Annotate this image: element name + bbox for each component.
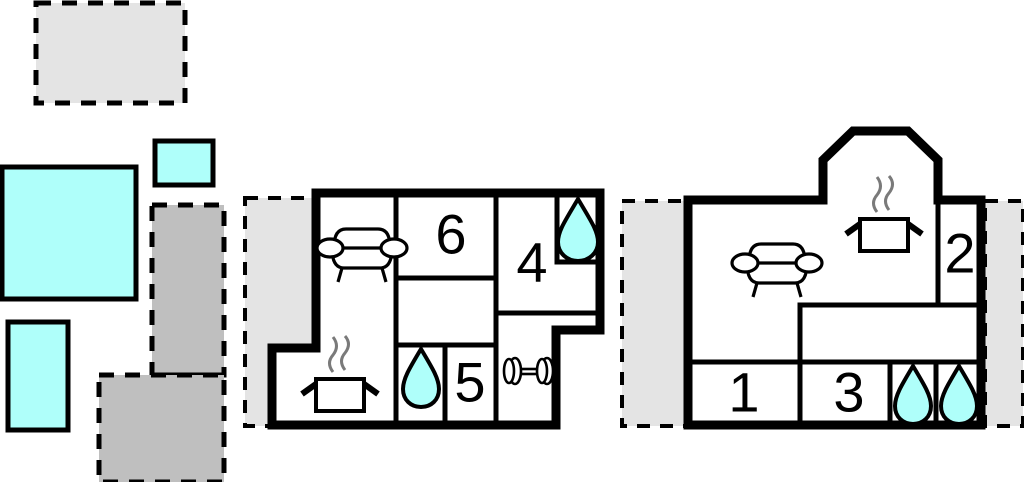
room-number-3: 3 [833,361,864,424]
right-adjacent-unit-right [983,199,1024,428]
neighbour-unit-top [33,0,188,106]
middle-outer-wall [267,188,605,430]
middle-plan-group: 6 4 5 [243,188,605,430]
cooking-pot-icon [844,175,924,253]
water-drop-icon [400,345,442,410]
balcony-small-bottom [5,319,71,433]
right-interior-walls [685,197,984,428]
balcony-small-top [152,138,216,188]
room-number-6: 6 [435,203,466,266]
sofa-icon [315,227,409,283]
terrace-upper [149,202,227,378]
water-drop-icon [555,195,601,264]
sofa-icon [730,242,824,298]
dumbbell-icon [502,356,555,386]
terrace-lower [96,372,227,482]
middle-interior-walls [393,190,603,428]
cooking-pot-icon [300,335,380,413]
room-number-5: 5 [454,351,485,414]
right-outer-wall [683,126,986,430]
water-drop-icon [892,362,934,427]
left-block-group [0,0,227,482]
right-plan-group: 1 2 3 [620,126,1024,430]
room-number-2: 2 [944,222,975,285]
room-number-1: 1 [728,361,759,424]
water-drop-icon [938,362,980,427]
balcony-large [0,164,139,302]
room-number-4: 4 [516,231,547,294]
